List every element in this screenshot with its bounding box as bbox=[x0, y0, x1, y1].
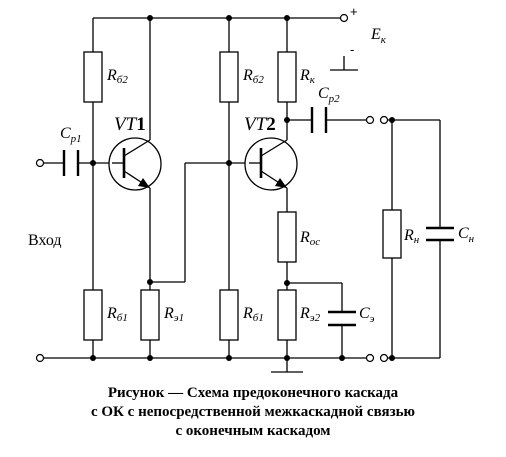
supply-label: Eк bbox=[370, 26, 387, 46]
rk-label: Rк bbox=[299, 67, 316, 86]
caption-line-3: с оконечным каскадом bbox=[175, 423, 330, 439]
vt1-label: VT1 bbox=[114, 114, 146, 135]
output-ground-terminal-b bbox=[379, 353, 389, 363]
resistor-rk bbox=[277, 51, 297, 103]
figure-caption: Рисунок — Схема предоконечного каскада с… bbox=[91, 385, 415, 439]
caption-line-1: Рисунок — Схема предоконечного каскада bbox=[108, 385, 399, 401]
resistor-rn bbox=[382, 209, 402, 259]
resistor-rb2-mid bbox=[219, 51, 239, 103]
supply-minus-sign: - bbox=[350, 42, 354, 57]
cp2-label: Cр2 bbox=[318, 85, 340, 105]
re1-label: Rэ1 bbox=[163, 305, 184, 324]
resistor-rb1-left bbox=[83, 289, 103, 341]
capacitors bbox=[62, 107, 454, 327]
component-labels: + - Eк VT1 VT2 Cр1 Cр2 Cэ Cн Rб2 Rб2 Rк … bbox=[28, 4, 475, 325]
transistor-vt1 bbox=[108, 137, 162, 191]
terminals bbox=[35, 13, 389, 363]
cn-label: Cн bbox=[458, 225, 475, 245]
input-label: Вход bbox=[28, 232, 62, 249]
supply-plus-sign: + bbox=[350, 4, 358, 19]
cp1-label: Cр1 bbox=[60, 125, 82, 145]
input-ground-terminal bbox=[35, 353, 45, 363]
supply-terminal bbox=[339, 13, 349, 23]
capacitor-cn bbox=[426, 226, 454, 242]
input-terminal bbox=[35, 158, 45, 168]
ce-label: Cэ bbox=[359, 305, 375, 325]
resistor-re1 bbox=[140, 289, 160, 341]
output-terminal-a bbox=[365, 115, 375, 125]
junction-dots bbox=[90, 15, 395, 361]
capacitor-ce bbox=[328, 310, 356, 327]
re2-label: Rэ2 bbox=[299, 305, 321, 324]
transistor-vt2 bbox=[244, 137, 298, 191]
output-ground-terminal-a bbox=[365, 353, 375, 363]
rb2-mid-label: Rб2 bbox=[242, 67, 264, 86]
vt2-label: VT2 bbox=[244, 114, 276, 135]
emitter-arrow-icon bbox=[138, 178, 150, 188]
resistor-re2 bbox=[277, 289, 297, 341]
rn-label: Rн bbox=[403, 227, 420, 246]
capacitor-cp1 bbox=[62, 150, 80, 176]
capacitor-cp2 bbox=[310, 107, 328, 133]
rb1-left-label: Rб1 bbox=[106, 305, 128, 324]
roc-label: Rос bbox=[299, 229, 320, 248]
rb2-left-label: Rб2 bbox=[106, 67, 128, 86]
rb1-mid-label: Rб1 bbox=[242, 305, 264, 324]
caption-line-2: с ОК с непосредственной межкаскадной свя… bbox=[91, 404, 415, 420]
resistor-roc bbox=[277, 211, 297, 263]
resistors bbox=[83, 51, 402, 341]
resistor-rb1-mid bbox=[219, 289, 239, 341]
output-terminal-b bbox=[379, 115, 389, 125]
resistor-rb2-left bbox=[83, 51, 103, 103]
emitter-arrow-icon bbox=[275, 178, 287, 188]
